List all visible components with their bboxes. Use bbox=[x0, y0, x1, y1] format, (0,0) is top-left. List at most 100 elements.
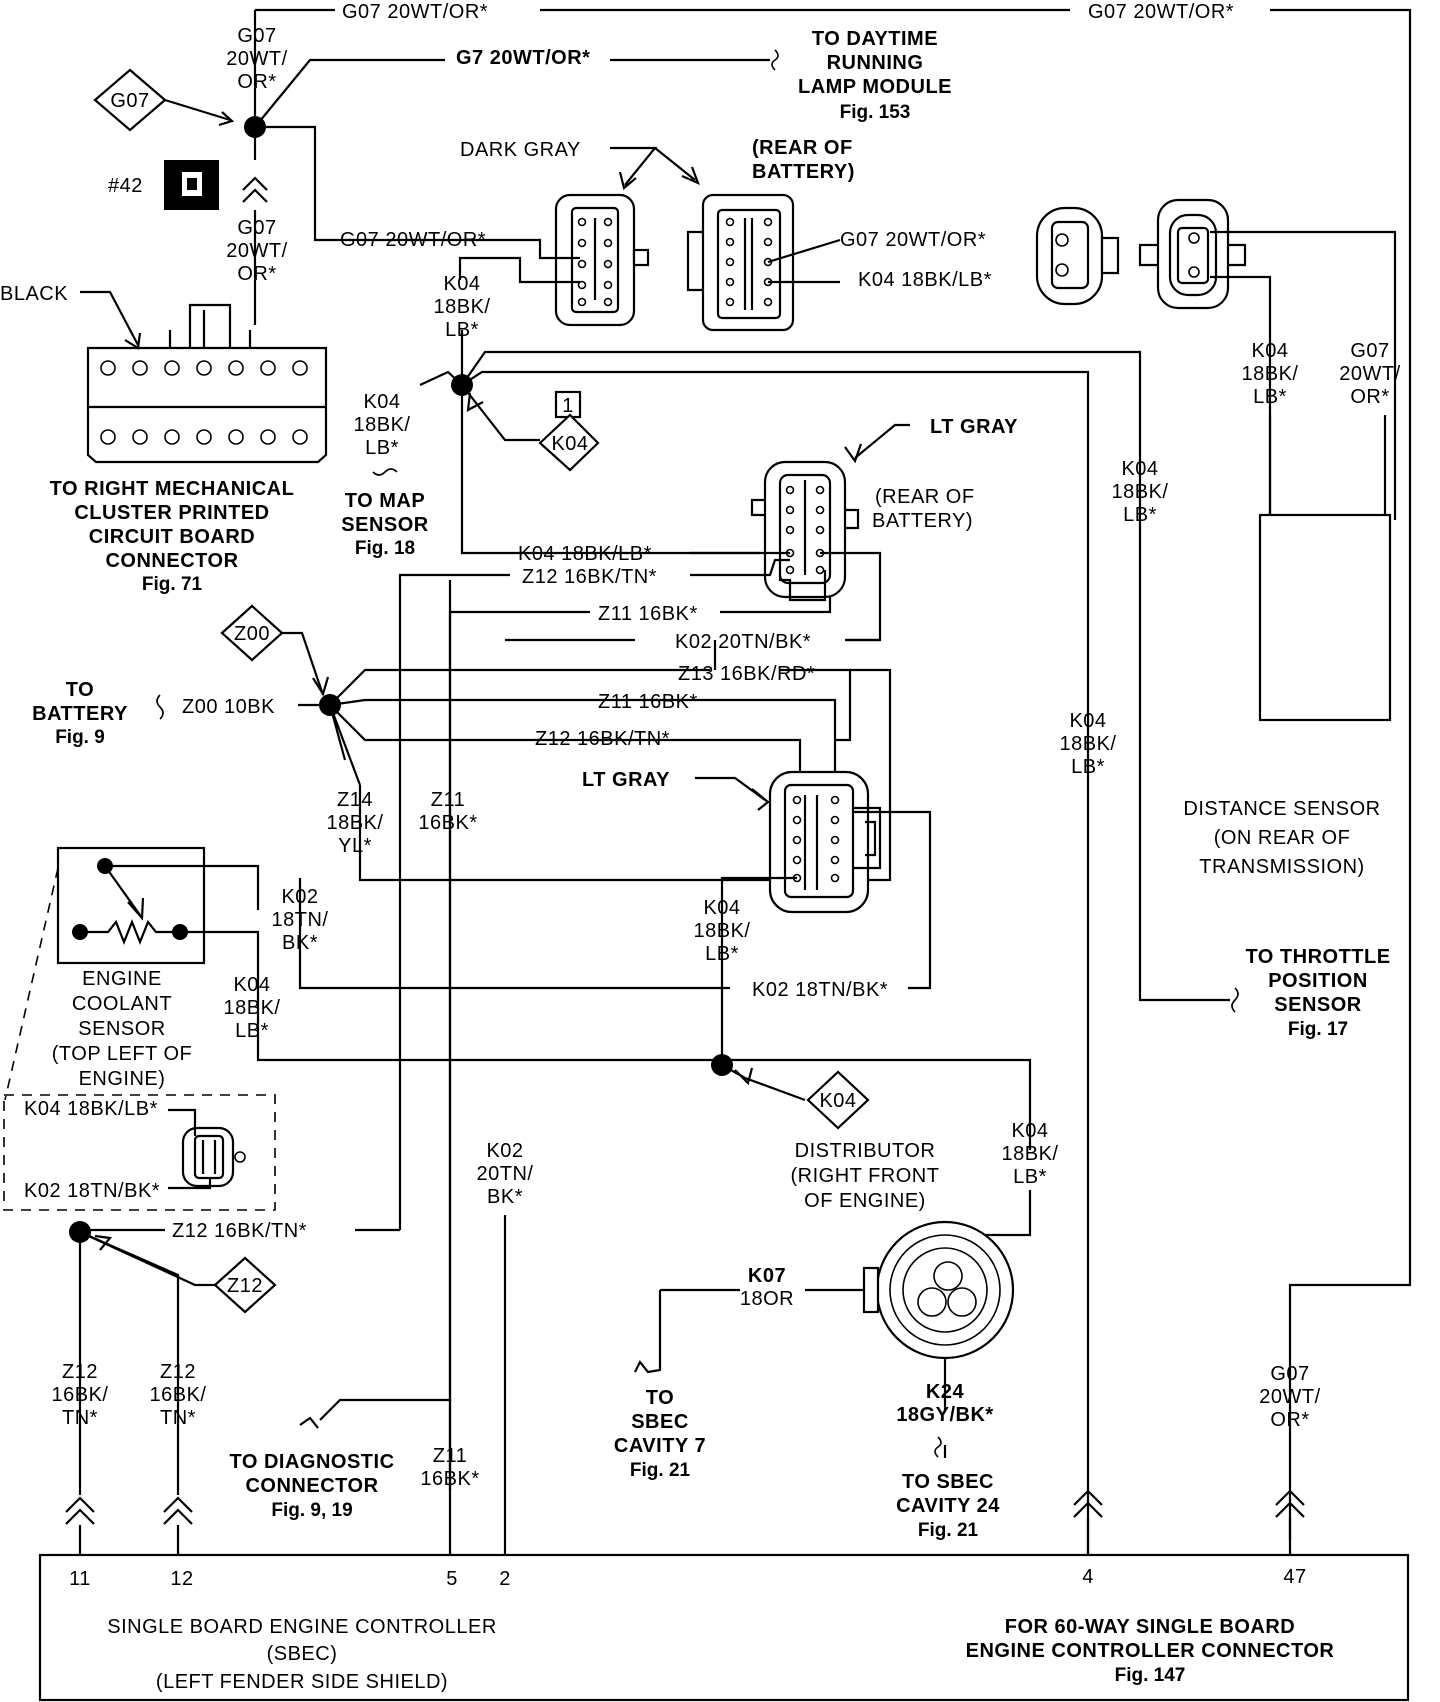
sbec-pin-2: 2 bbox=[499, 1568, 511, 1590]
g07-splice-diamond bbox=[93, 68, 266, 138]
k04-splice-num: 1 bbox=[562, 395, 574, 417]
g07-ds-label-1: G07 bbox=[1350, 340, 1389, 362]
z14-label-3: YL* bbox=[338, 835, 372, 857]
sbec24-dest-1: TO SBEC bbox=[902, 1471, 994, 1493]
g07-left-label-1: G07 bbox=[237, 25, 276, 47]
g07-mid-label-2: 20WT/ bbox=[226, 240, 287, 262]
sbec-conn-1: FOR 60-WAY SINGLE BOARD bbox=[1005, 1616, 1295, 1638]
map-dest-2: SENSOR bbox=[341, 514, 429, 536]
g07-to-conn-label: G07 20WT/OR* bbox=[340, 229, 486, 251]
sbec-pin-5: 5 bbox=[446, 1568, 458, 1590]
g07-c47-label-2: 20WT/ bbox=[1259, 1386, 1320, 1408]
sbec7-dest-3: CAVITY 7 bbox=[614, 1435, 706, 1457]
sbec-name-1: SINGLE BOARD ENGINE CONTROLLER bbox=[107, 1616, 497, 1638]
lt-gray-connector-top bbox=[750, 423, 910, 599]
sbec7-dest-1: TO bbox=[646, 1387, 674, 1409]
g07-splice-label: G07 bbox=[110, 90, 149, 112]
distributor bbox=[634, 1220, 1015, 1410]
k04-tps-label-3: LB* bbox=[1123, 504, 1157, 526]
k04-map-label-3: LB* bbox=[365, 437, 399, 459]
g07-left-label-2: 20WT/ bbox=[226, 48, 287, 70]
battery-break-icon bbox=[156, 694, 164, 720]
k04-map-label-2: 18BK/ bbox=[354, 414, 411, 436]
cluster-connector bbox=[80, 290, 328, 464]
engine-coolant-sensor bbox=[3, 846, 1032, 1211]
cluster-dest-3: CIRCUIT BOARD bbox=[89, 526, 256, 548]
k04-splice-label-3: LB* bbox=[445, 319, 479, 341]
k02-ect-label-1: K02 bbox=[281, 886, 318, 908]
k04-ect-label-1: K04 bbox=[233, 974, 270, 996]
rear-battery-b-label-2: BATTERY) bbox=[872, 510, 973, 532]
diag-dest-2: CONNECTOR bbox=[245, 1475, 378, 1497]
k04-ltgray-label: K04 18BK/LB* bbox=[518, 543, 652, 565]
z11-v-label-1: Z11 bbox=[431, 789, 465, 811]
distance-sensor-label-3: TRANSMISSION) bbox=[1199, 856, 1364, 878]
z14-label-2: 18BK/ bbox=[327, 812, 384, 834]
g07-left-label-3: OR* bbox=[237, 71, 276, 93]
k07-label-2: 18OR bbox=[740, 1288, 794, 1310]
rear-battery-label-1: (REAR OF bbox=[752, 137, 853, 159]
z12-c11-label-3: TN* bbox=[62, 1407, 98, 1429]
k04-ect-label-2: 18BK/ bbox=[224, 997, 281, 1019]
ect-label-2: COOLANT bbox=[72, 993, 172, 1015]
k02-horiz-label: K02 18TN/BK* bbox=[752, 979, 888, 1001]
z12-splice bbox=[69, 1221, 400, 1495]
k02-a-label: K02 20TN/BK* bbox=[675, 631, 811, 653]
sbec-connector-chevrons bbox=[65, 1215, 1305, 1555]
map-dest-fig: Fig. 18 bbox=[355, 538, 415, 559]
k04-tps-label-1: K04 bbox=[1121, 458, 1158, 480]
k02-ect-conn-label: K02 18TN/BK* bbox=[24, 1180, 160, 1202]
k04-c2-label-3: LB* bbox=[705, 943, 739, 965]
cluster-dest-4: CONNECTOR bbox=[105, 550, 238, 572]
tps-dest-2: POSITION bbox=[1268, 970, 1368, 992]
k04-v-label-1: K04 bbox=[1069, 710, 1106, 732]
ect-label-5: ENGINE) bbox=[79, 1068, 166, 1090]
z00-splice-label: Z00 bbox=[234, 623, 270, 645]
dist-label-1: DISTRIBUTOR bbox=[795, 1140, 936, 1162]
sbec24-break-icon bbox=[934, 1436, 942, 1458]
sbec24-dest-fig: Fig. 21 bbox=[918, 1520, 979, 1541]
g7-dtrl-label: G7 20WT/OR* bbox=[456, 47, 590, 69]
z13-label: Z13 16BK/RD* bbox=[678, 663, 815, 685]
k04-tps-label-2: 18BK/ bbox=[1112, 481, 1169, 503]
distance-sensor-connector-a bbox=[1035, 206, 1120, 306]
z11-c5-label-2: 16BK* bbox=[420, 1468, 479, 1490]
cluster-dest-1: TO RIGHT MECHANICAL bbox=[50, 478, 295, 500]
k02-v-label-3: BK* bbox=[487, 1186, 523, 1208]
k04-splice-top-label: K04 bbox=[551, 433, 588, 455]
black-label: BLACK bbox=[0, 283, 68, 305]
g07-ds-label-2: 20WT/ bbox=[1339, 363, 1400, 385]
dtrl-title-2: RUNNING bbox=[827, 52, 924, 74]
sbec24-dest-2: CAVITY 24 bbox=[896, 1495, 1000, 1517]
z12-c12-label-1: Z12 bbox=[160, 1361, 196, 1383]
z12-splice-label: Z12 bbox=[227, 1275, 263, 1297]
k04-splice-label-2: 18BK/ bbox=[434, 296, 491, 318]
g07-mid-label-3: OR* bbox=[237, 263, 276, 285]
k04-ect-label-3: LB* bbox=[235, 1020, 269, 1042]
g07-circuit bbox=[253, 8, 1412, 1540]
k04-dist-label-1: K04 bbox=[1011, 1120, 1048, 1142]
distance-sensor-label-2: (ON REAR OF bbox=[1214, 827, 1351, 849]
ect-label-3: SENSOR bbox=[78, 1018, 165, 1040]
k04-c2-label-1: K04 bbox=[703, 897, 740, 919]
battery-dest-fig: Fig. 9 bbox=[55, 727, 105, 748]
g07-ds-label-3: OR* bbox=[1350, 386, 1389, 408]
sbec-name-3: (LEFT FENDER SIDE SHIELD) bbox=[156, 1671, 448, 1693]
connector-42-icon bbox=[164, 160, 219, 210]
z12-ltgray-label: Z12 16BK/TN* bbox=[522, 566, 657, 588]
g07-top-right-label: G07 20WT/OR* bbox=[1088, 1, 1234, 23]
cluster-dest-2: CLUSTER PRINTED bbox=[74, 502, 269, 524]
sbec-pin-12: 12 bbox=[170, 1568, 193, 1590]
k04-splice-low-label: K04 bbox=[819, 1090, 856, 1112]
g07-c47-label-3: OR* bbox=[1270, 1409, 1309, 1431]
dtrl-fig: Fig. 153 bbox=[840, 102, 911, 123]
z12-c12-label-3: TN* bbox=[160, 1407, 196, 1429]
sbec-pin-4: 4 bbox=[1082, 1566, 1094, 1588]
dark-gray-label: DARK GRAY bbox=[460, 139, 581, 161]
tps-dest-fig: Fig. 17 bbox=[1288, 1019, 1348, 1040]
k04-map-label-1: K04 bbox=[363, 391, 400, 413]
z00-splice bbox=[220, 604, 710, 786]
map-break-icon bbox=[372, 468, 398, 476]
sbec-box bbox=[38, 1553, 1410, 1702]
sbec-name-2: (SBEC) bbox=[267, 1643, 338, 1665]
